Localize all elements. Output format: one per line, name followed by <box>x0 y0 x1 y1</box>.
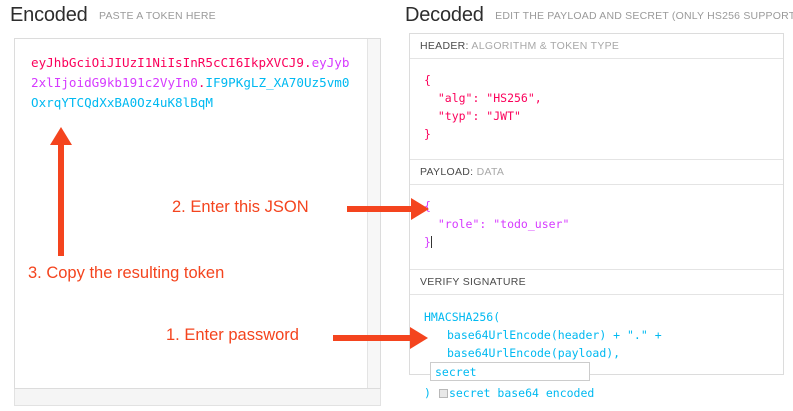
signature-verifier: HMACSHA256( base64UrlEncode(header) + "."… <box>410 295 783 402</box>
signature-close-paren: ) <box>424 386 431 400</box>
token-header-segment: eyJhbGciOiJIUzI1NiIsInR5cCI6IkpXVCJ9 <box>31 55 304 70</box>
header-section-label: HEADER: ALGORITHM & TOKEN TYPE <box>410 34 783 59</box>
encoded-panel-scrollbar[interactable] <box>367 39 380 388</box>
annotation-step-2-text: 2. Enter this JSON <box>172 198 309 216</box>
decoded-panel: HEADER: ALGORITHM & TOKEN TYPE { "alg": … <box>409 33 784 400</box>
base64-encoded-checkbox[interactable] <box>438 389 448 398</box>
secret-input[interactable]: secret <box>430 362 590 381</box>
encoded-token-panel[interactable]: eyJhbGciOiJIUzI1NiIsInR5cCI6IkpXVCJ9.eyJ… <box>14 38 381 389</box>
annotation-step-3-arrow <box>50 127 72 256</box>
base64-encoded-label[interactable]: secret base64 encoded <box>448 386 595 400</box>
signature-line-3: base64UrlEncode(payload), <box>447 346 621 360</box>
encoded-panel-footer <box>14 389 381 406</box>
signature-line-1: HMACSHA256( <box>424 310 501 324</box>
token-dot-1: . <box>303 55 312 70</box>
encoded-heading: Encoded PASTE A TOKEN HERE <box>10 4 216 27</box>
text-caret <box>430 236 432 248</box>
encoded-token-text[interactable]: eyJhbGciOiJIUzI1NiIsInR5cCI6IkpXVCJ9.eyJ… <box>31 53 351 113</box>
encoded-title: Encoded <box>10 4 88 26</box>
payload-json-editor[interactable]: { "role": "todo_user" } <box>410 185 783 270</box>
annotation-step-2-arrow <box>347 198 429 220</box>
header-json-editor[interactable]: { "alg": "HS256", "typ": "JWT" } <box>410 59 783 160</box>
token-payload-segment: eyJyb2xlIjoidG9kb191c2VyIn0 <box>31 55 350 90</box>
header-section-label-weak: ALGORITHM & TOKEN TYPE <box>471 40 620 52</box>
token-dot-2: . <box>197 75 206 90</box>
header-section-label-strong: HEADER: <box>420 40 469 52</box>
payload-section-label-strong: PAYLOAD: <box>420 166 474 178</box>
annotation-step-1-text: 1. Enter password <box>166 326 299 344</box>
annotation-step-1-arrow <box>333 327 428 349</box>
token-signature-segment: IF9PKgLZ_XA70Uz5vm0OxrqYTCQdXxBA0Oz4uK8l… <box>31 75 350 110</box>
payload-json-text: { "role": "todo_user" } <box>424 199 570 249</box>
annotation-step-3-text: 3. Copy the resulting token <box>28 264 225 282</box>
payload-section-label: PAYLOAD: DATA <box>410 160 783 185</box>
decoded-subtitle: EDIT THE PAYLOAD AND SECRET (ONLY HS256 … <box>495 10 793 22</box>
decoded-title: Decoded <box>405 4 484 26</box>
signature-section-label-strong: VERIFY SIGNATURE <box>420 276 526 288</box>
payload-section-label-weak: DATA <box>476 166 505 178</box>
encoded-subtitle: PASTE A TOKEN HERE <box>99 10 216 22</box>
signature-section-label: VERIFY SIGNATURE <box>410 270 783 295</box>
signature-line-2: base64UrlEncode(header) + "." + <box>447 328 662 342</box>
decoded-heading: Decoded EDIT THE PAYLOAD AND SECRET (ONL… <box>405 4 793 27</box>
